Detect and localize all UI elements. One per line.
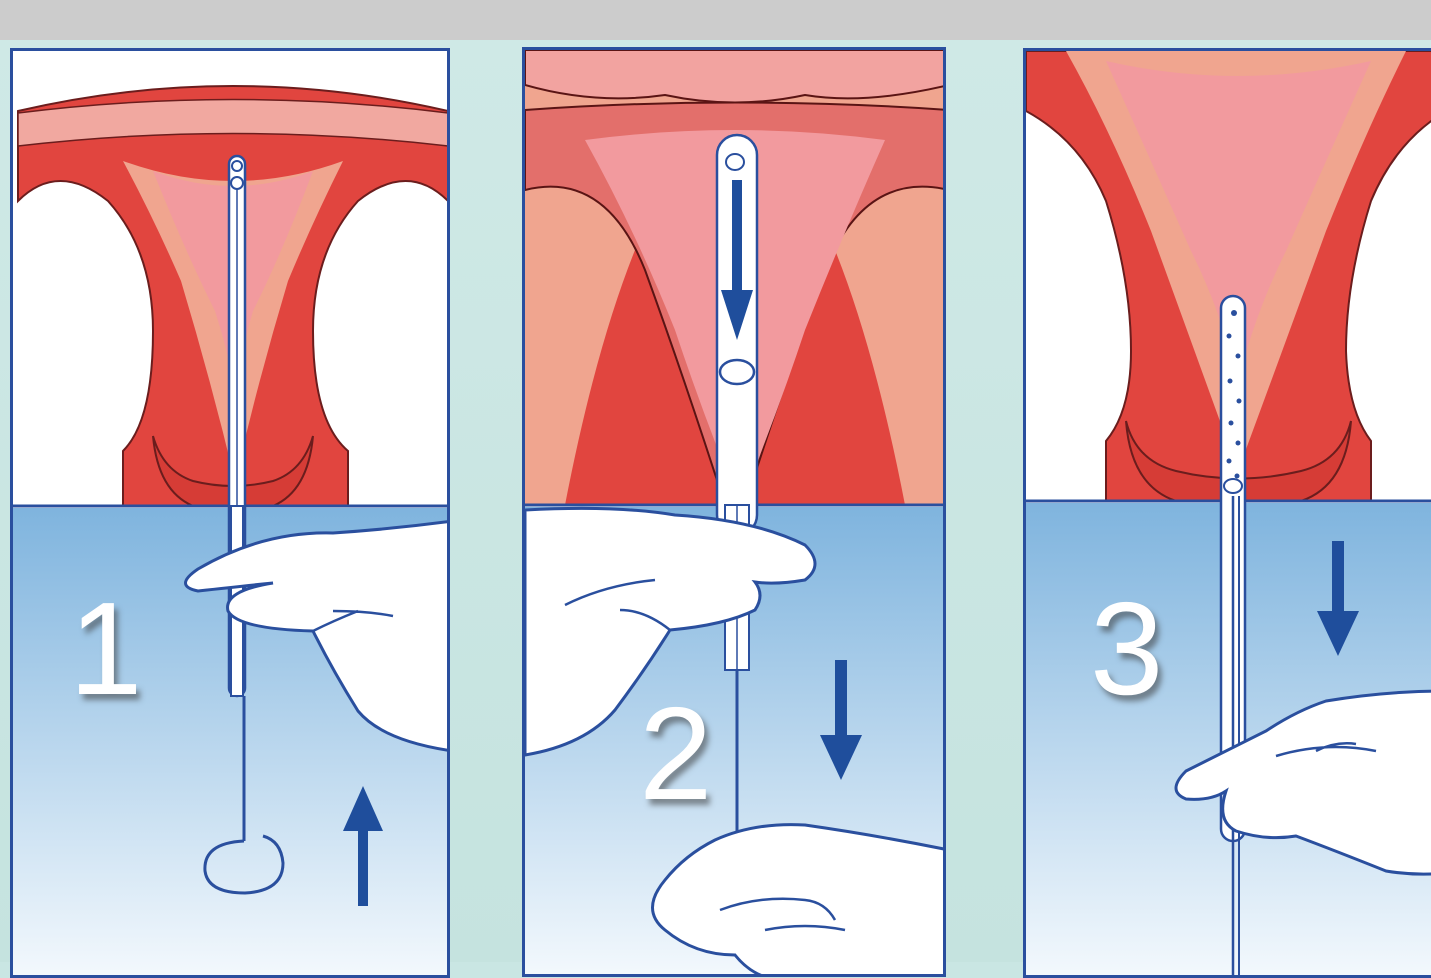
- step-number-3: 3: [1090, 583, 1163, 715]
- step-2-illustration: [525, 50, 946, 977]
- step-1-illustration: [13, 51, 450, 978]
- step-panel-2: 2: [522, 47, 946, 977]
- top-bar: [0, 0, 1431, 40]
- step-panel-1: 1: [10, 48, 450, 978]
- step-number-1: 1: [69, 583, 142, 715]
- step-panel-3: 3: [1023, 48, 1431, 978]
- step-number-2: 2: [639, 688, 712, 820]
- step-3-illustration: [1026, 51, 1431, 978]
